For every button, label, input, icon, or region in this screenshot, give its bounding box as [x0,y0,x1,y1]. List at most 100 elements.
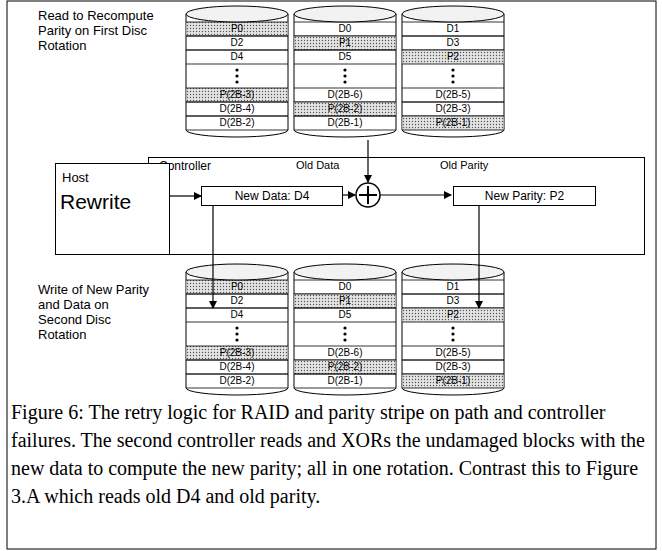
node-text: D(2B-5) [403,346,503,360]
node-text: P1 [295,36,395,50]
flow-label: Old Parity [440,159,488,172]
flow-arrow [478,206,479,308]
track-line [294,64,396,65]
node-text: New Parity: P2 [454,187,595,205]
node-text: D4 [187,50,287,64]
track-line [294,374,396,375]
parity-shading [295,294,396,308]
track-line [186,102,288,103]
data-block: D(2B-2) [187,116,287,130]
ellipsis-dot [235,332,238,335]
track-line [186,374,288,375]
track-line [186,64,288,65]
track-line [402,388,504,389]
ellipsis-dot [451,74,454,77]
ellipsis-dot [235,80,238,83]
track-line [294,130,396,131]
data-block: D(2B-1) [295,374,395,388]
track-line [402,294,504,295]
disk-body [294,14,396,137]
track-line [294,346,396,347]
parity-shading [403,374,504,388]
xor-symbol [356,183,380,207]
disk-body [186,272,288,395]
disk-top [294,6,396,22]
flow-arrow [212,206,213,308]
node-text: D(2B-1) [295,374,395,388]
disk-top [402,264,504,280]
node-text: D3 [403,36,503,50]
track-line [294,294,396,295]
track-line [294,294,396,295]
track-line [402,116,504,117]
node-text: D5 [295,50,395,64]
track-line [294,50,396,51]
data-block: D(2B-3) [403,360,503,374]
parity-block: P(2B-1) [403,374,503,388]
node-text: Rewrite [56,186,169,214]
track-line [294,308,396,309]
data-block: D4 [187,308,287,322]
track-line [402,88,504,89]
disk-body [294,272,396,395]
ellipsis-dot [451,332,454,335]
node-text: D(2B-2) [187,374,287,388]
track-line [402,102,504,103]
data-block: D0 [295,280,395,294]
track-line [402,308,504,309]
node-text: D(2B-4) [187,360,287,374]
track-line [402,374,504,375]
step-label: Read to Recompute Parity on First Disc R… [38,8,158,53]
node-text: D0 [295,22,395,36]
ellipsis-dot [235,326,238,329]
ellipsis-dot [235,338,238,341]
track-line [294,88,396,89]
ellipsis-dot [343,68,346,71]
track-line [186,36,288,37]
data-block: D(2B-3) [403,102,503,116]
track-line [294,308,396,309]
node-text: P0 [187,280,287,294]
node-text: D0 [295,280,395,294]
parity-block: P1 [295,36,395,50]
ellipsis-dot [343,332,346,335]
track-line [294,50,396,51]
node-text: D(2B-4) [187,102,287,116]
parity-shading [295,102,396,116]
parity-block: P2 [403,308,503,322]
data-block: D3 [403,294,503,308]
track-line [294,102,396,103]
ellipsis-dot [343,338,346,341]
track-line [402,50,504,51]
track-line [402,36,504,37]
parity-block: P0 [187,22,287,36]
track-line [402,64,504,65]
node-text: D(2B-3) [403,102,503,116]
node-text: New Data: D4 [202,187,342,205]
track-line [402,346,504,347]
data-block: D2 [187,36,287,50]
parity-block: P0 [187,280,287,294]
node-text: P(2B-1) [403,116,503,130]
track-line [186,102,288,103]
data-block: D(2B-4) [187,102,287,116]
track-line [186,50,288,51]
track-line [294,102,396,103]
track-line [186,116,288,117]
parity-shading [187,88,288,102]
data-block: D(2B-6) [295,88,395,102]
ellipsis-dot [343,74,346,77]
controller-box: ControllerNew Data: D4New Parity: P2 [148,157,645,255]
track-line [186,308,288,309]
node-text: D(2B-5) [403,88,503,102]
parity-shading [187,22,288,36]
data-block: D1 [403,280,503,294]
data-block: D2 [187,294,287,308]
node-text: D2 [187,36,287,50]
disk-top [186,264,288,280]
flow-label: Old Data [296,159,339,172]
figure-caption: Figure 6: The retry logic for RAID and p… [11,398,653,510]
node-text: D(2B-1) [295,116,395,130]
disk-body [402,14,504,137]
track-line [402,50,504,51]
